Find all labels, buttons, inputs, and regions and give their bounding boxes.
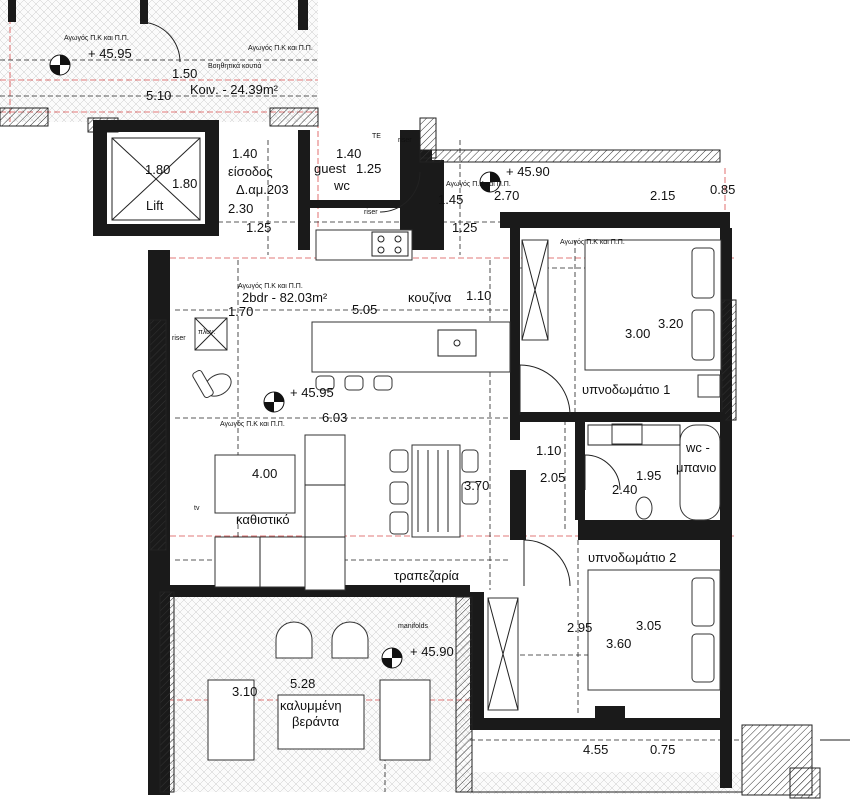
wardrobe-1 bbox=[521, 239, 549, 341]
outer-dim-2: 0.85 bbox=[710, 182, 735, 197]
dining-dim: 3.70 bbox=[464, 478, 489, 493]
manifolds-tag: manifolds bbox=[398, 623, 428, 630]
veranda-dim-2: 3.10 bbox=[232, 684, 257, 699]
desk-chair bbox=[192, 369, 232, 399]
shaft-dim-3: 1.25 bbox=[452, 220, 477, 235]
entrance-dim-3: 1.25 bbox=[246, 220, 271, 235]
bottom-dim-1: 4.55 bbox=[583, 742, 608, 757]
veranda-dim-1: 5.28 bbox=[290, 676, 315, 691]
kitchen-island bbox=[311, 229, 511, 391]
guest-dim-2: 1.25 bbox=[356, 161, 381, 176]
hall-dim-2: 2.05 bbox=[540, 470, 565, 485]
bath-label-top: wc - bbox=[685, 440, 710, 455]
entrance-code: Δ.αμ.203 bbox=[236, 182, 289, 197]
common-dim-1: 1.50 bbox=[172, 66, 197, 81]
common-level: + 45.95 bbox=[88, 46, 132, 61]
living-level: + 45.95 bbox=[290, 385, 334, 400]
bed-2 bbox=[587, 569, 721, 691]
lift-dim-2: 1.80 bbox=[172, 176, 197, 191]
veranda-label-top: καλυμμένη bbox=[280, 698, 342, 713]
walls bbox=[0, 0, 850, 799]
bedroom1-dim-1: 3.00 bbox=[625, 326, 650, 341]
riser-tag-1: riser bbox=[398, 137, 412, 144]
riser-tag-2: riser bbox=[364, 209, 378, 216]
bedroom2-dim-1: 2.95 bbox=[567, 620, 592, 635]
kitchen-riser-tag: riser bbox=[172, 335, 186, 342]
bedroom1-label: υπνοδωμάτιο 1 bbox=[582, 382, 670, 397]
kitchen-dim-2: 1.70 bbox=[228, 304, 253, 319]
common-note-1: Αγωγός Π.Κ και Π.Π. bbox=[64, 34, 129, 42]
kitchen-dim-3: 5.05 bbox=[352, 302, 377, 317]
entrance-label: είσοδος bbox=[228, 164, 273, 179]
bedroom2-dim-2: 3.05 bbox=[636, 618, 661, 633]
bath-dim-1: 1.95 bbox=[636, 468, 661, 483]
living-dim-2: 4.00 bbox=[252, 466, 277, 481]
common-floor bbox=[0, 0, 318, 122]
common-note-3: Βοηθητικά κουτιά bbox=[208, 62, 261, 70]
entrance-dim-2: 2.30 bbox=[228, 201, 253, 216]
hall-dim-1: 1.10 bbox=[536, 443, 561, 458]
outer-dim-1: 2.15 bbox=[650, 188, 675, 203]
common-dim-2: 5.10 bbox=[146, 88, 171, 103]
lift-label: Lift bbox=[146, 198, 164, 213]
shaft-dim-1: 2.70 bbox=[494, 188, 519, 203]
shaft-level: + 45.90 bbox=[506, 164, 550, 179]
bedroom2-dim-3: 3.60 bbox=[606, 636, 631, 651]
bedroom1-dim-2: 3.20 bbox=[658, 316, 683, 331]
bath-label-bottom: μπανιο bbox=[676, 460, 716, 475]
bedroom2-label: υπνοδωμάτιο 2 bbox=[588, 550, 676, 565]
wardrobe-2 bbox=[487, 597, 519, 711]
sofa bbox=[214, 434, 346, 591]
bath-dim-2: 2.40 bbox=[612, 482, 637, 497]
washing-machine bbox=[194, 317, 228, 351]
te-tag: TE bbox=[372, 133, 381, 140]
tv-tag: tv bbox=[194, 505, 200, 512]
guest-dim-1: 1.40 bbox=[336, 146, 361, 161]
bedroom1-note: Αγωγός Π.Κ και Π.Π. bbox=[560, 238, 625, 246]
apartment-note: Αγωγός Π.Κ και Π.Π. bbox=[238, 282, 303, 290]
labels: Αγωγός Π.Κ και Π.Π. Αγωγός Π.Κ και Π.Π. … bbox=[64, 34, 735, 757]
common-note-2: Αγωγός Π.Κ και Π.Π. bbox=[248, 44, 313, 52]
lift-dim-1: 1.80 bbox=[145, 162, 170, 177]
living-note: Αγωγός Π.Κ και Π.Π. bbox=[220, 420, 285, 428]
bottom-dim-2: 0.75 bbox=[650, 742, 675, 757]
living-label: καθιστικό bbox=[236, 512, 290, 527]
common-area-label: Κοιν. - 24.39m² bbox=[190, 82, 279, 97]
kitchen-dim-1: 1.10 bbox=[466, 288, 491, 303]
guest-label: guest bbox=[314, 161, 346, 176]
living-dim-1: 6.03 bbox=[322, 410, 347, 425]
shaft-dim-2: 1.45 bbox=[438, 192, 463, 207]
apartment-label: 2bdr - 82.03m² bbox=[242, 290, 328, 305]
veranda-level: + 45.90 bbox=[410, 644, 454, 659]
guest-wc-label: wc bbox=[333, 178, 350, 193]
shaft-note: Αγωγός Π.Κ και Π.Π. bbox=[446, 180, 511, 188]
veranda-label-bottom: βεράντα bbox=[292, 714, 340, 729]
entrance-dim-1: 1.40 bbox=[232, 146, 257, 161]
bathroom-fixtures bbox=[587, 423, 721, 521]
dining-label: τραπεζαρία bbox=[394, 568, 459, 583]
laundry-tag: πλυν. bbox=[198, 329, 215, 336]
planter-strip bbox=[470, 772, 742, 794]
doors bbox=[139, 21, 621, 587]
lift-cabin bbox=[111, 137, 201, 221]
veranda-furniture bbox=[207, 621, 431, 761]
level-markers bbox=[49, 54, 501, 669]
bed-1 bbox=[584, 239, 722, 398]
kitchen-label: κουζίνα bbox=[408, 290, 452, 305]
dining-table bbox=[389, 444, 479, 538]
